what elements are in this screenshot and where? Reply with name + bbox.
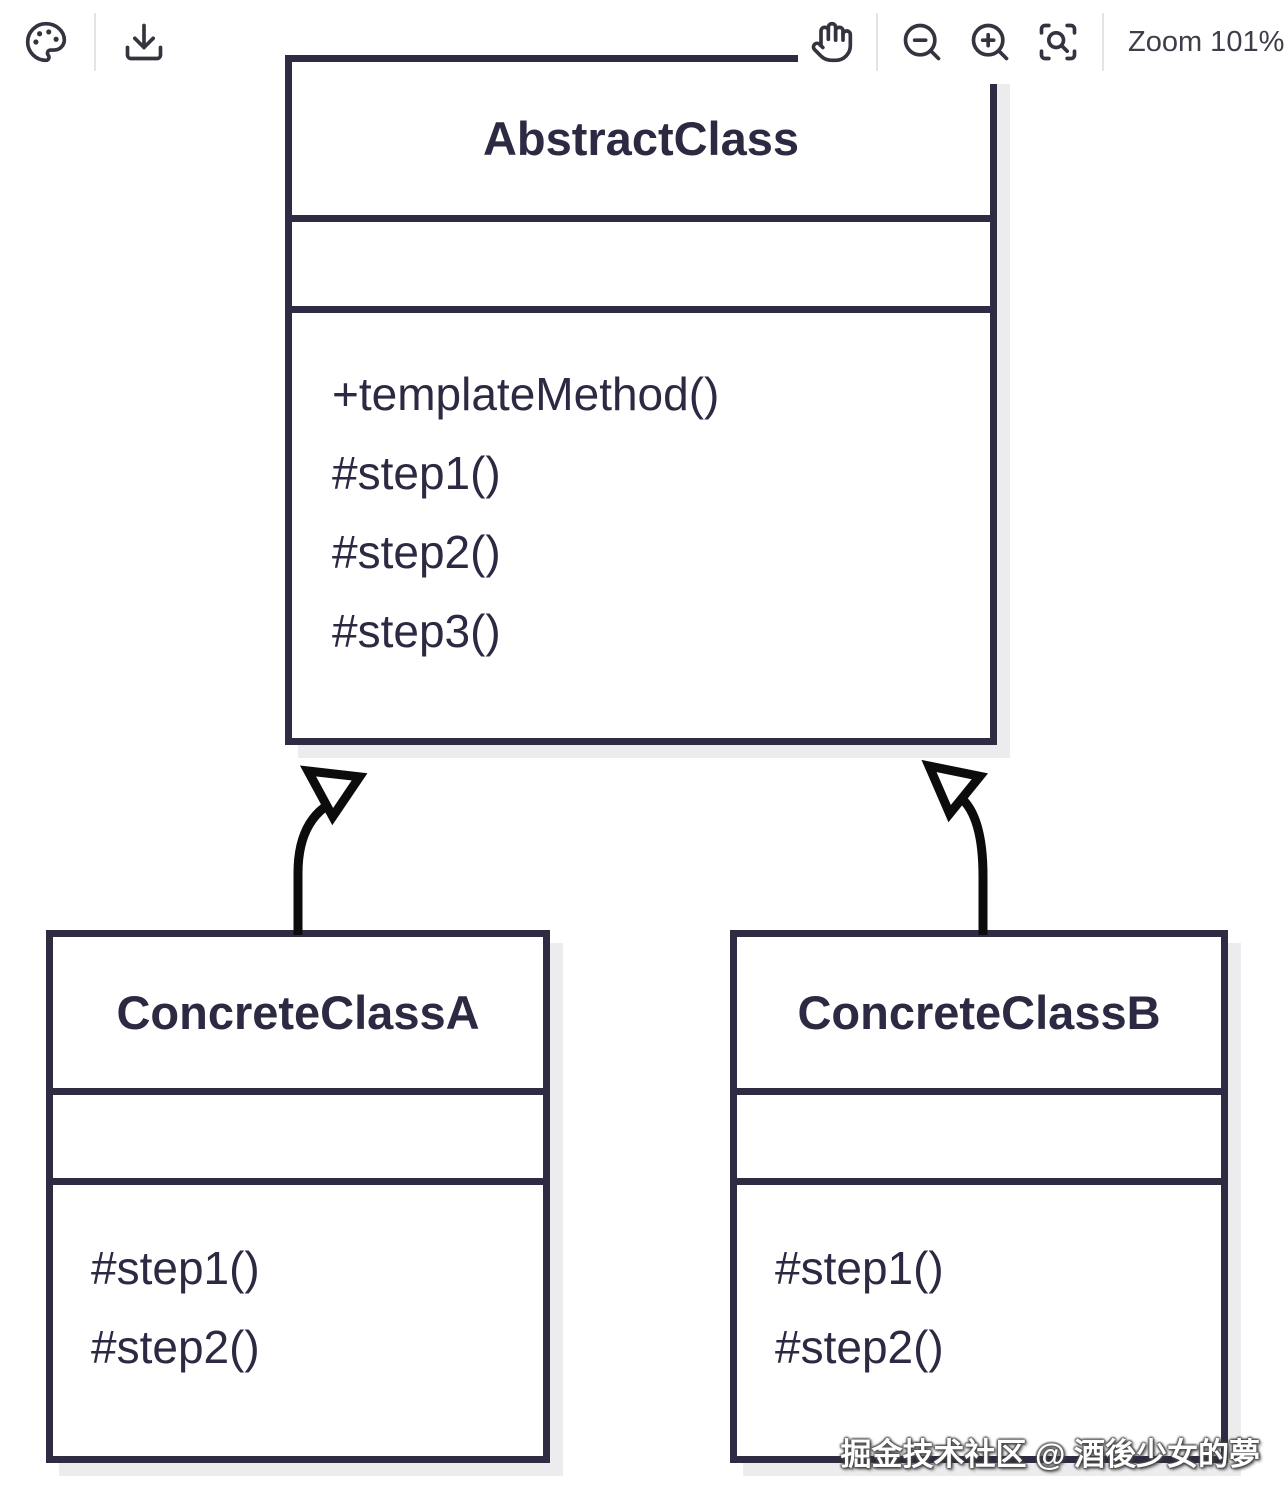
uml-class-concreteclassb: ConcreteClassB #step1() #step2() [730, 930, 1228, 1463]
palette-button[interactable] [22, 18, 70, 66]
zoom-in-button[interactable] [966, 18, 1014, 66]
class-name: ConcreteClassB [737, 937, 1221, 1095]
zoom-out-icon [903, 23, 941, 61]
class-methods: #step1() #step2() [53, 1185, 543, 1456]
method-item: #step2() [332, 526, 501, 578]
class-attributes [737, 1095, 1221, 1185]
toolbar-right-group: Zoom 101% [798, 0, 1288, 84]
class-attributes [292, 222, 990, 313]
zoom-level-label: Zoom 101% [1128, 25, 1285, 58]
toolbar-divider [1102, 13, 1104, 71]
pan-hand-button[interactable] [808, 18, 856, 66]
method-item: #step1() [775, 1242, 944, 1294]
inheritance-arrow-concreteB [921, 759, 989, 935]
uml-class-concreteclassa: ConcreteClassA #step1() #step2() [46, 930, 550, 1463]
fit-view-button[interactable] [1034, 18, 1082, 66]
class-methods: +templateMethod() #step1() #step2() #ste… [292, 313, 990, 738]
method-item: +templateMethod() [332, 368, 720, 420]
method-item: #step3() [332, 605, 501, 657]
toolbar-left-group [8, 0, 182, 84]
class-name: ConcreteClassA [53, 937, 543, 1095]
zoom-in-icon [971, 23, 1009, 61]
method-item: #step1() [91, 1242, 260, 1294]
uml-class-abstractclass: AbstractClass +templateMethod() #step1()… [285, 55, 997, 745]
scan-search-icon [1039, 23, 1077, 61]
zoom-out-button[interactable] [898, 18, 946, 66]
watermark-text: 掘金技术社区 @ 酒後少女的夢 [840, 1437, 1260, 1472]
pan-hand-icon [811, 21, 853, 63]
class-methods: #step1() #step2() [737, 1185, 1221, 1456]
download-button[interactable] [120, 18, 168, 66]
download-icon [125, 23, 163, 61]
method-item: #step1() [332, 447, 501, 499]
palette-icon [25, 21, 67, 63]
toolbar-divider [876, 13, 878, 71]
class-name: AbstractClass [292, 62, 990, 222]
method-item: #step2() [775, 1321, 944, 1373]
toolbar-divider [94, 13, 96, 71]
method-item: #step2() [91, 1321, 260, 1373]
inheritance-arrow-concreteA [293, 765, 368, 935]
class-attributes [53, 1095, 543, 1185]
